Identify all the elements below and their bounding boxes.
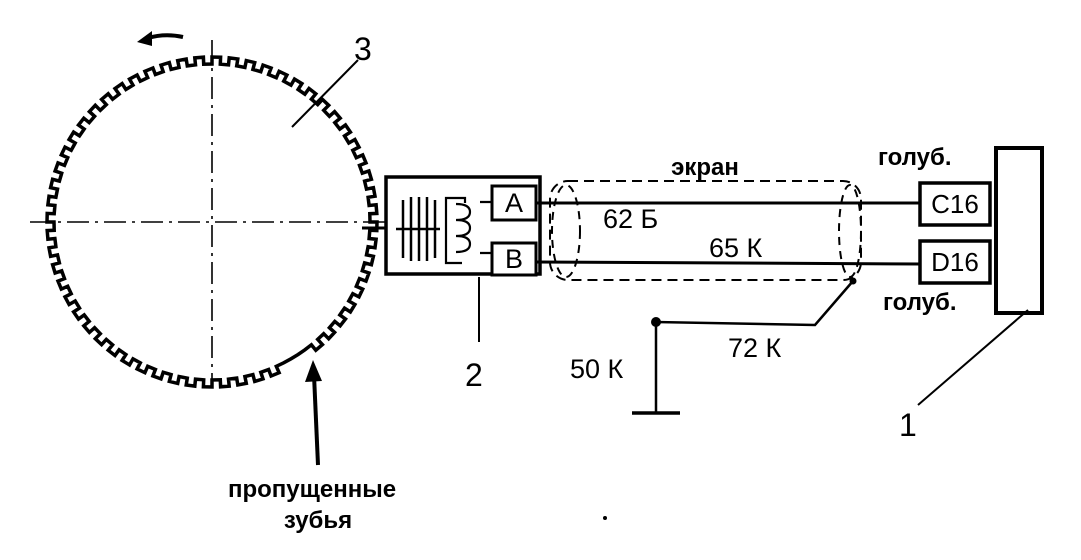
stray-mark: [603, 516, 607, 520]
wire-color-bottom-label: голуб.: [883, 289, 957, 316]
terminal-b-box: [490, 241, 538, 277]
wire-color-top-label: голуб.: [878, 144, 952, 171]
pin-d16-label: D16: [931, 247, 979, 277]
shield-label: экран: [671, 154, 739, 181]
terminal-a-label: A: [505, 188, 523, 218]
shield-drain-wire: [654, 280, 854, 412]
terminal-b-label: B: [505, 244, 523, 274]
missing-teeth-arrow-line: [312, 374, 320, 466]
shield-end-left: [551, 184, 581, 278]
ecu-body: [994, 146, 1044, 315]
ecu-callout-line: [917, 309, 1029, 406]
wire-a-label: 62 Б: [603, 204, 658, 234]
pin-c16-label: C16: [931, 189, 979, 219]
rotation-arrow: [147, 33, 184, 40]
missing-teeth-label-line2: зубья: [284, 507, 352, 534]
rotation-arrow-head: [137, 31, 152, 46]
sensor-coil-icon: [444, 196, 492, 265]
sensor-callout-number: 2: [465, 357, 483, 393]
ground-junction-node: [651, 317, 661, 327]
cable-shield-outline: [549, 180, 862, 281]
ground-wire-label: 50 К: [570, 354, 624, 384]
wiring: экран 62 Б 65 К 72 К 50 К: [535, 154, 923, 415]
speed-sensor: A B 2: [362, 175, 542, 393]
ecu-callout-number: 1: [899, 407, 917, 443]
pin-c16-box: [918, 181, 992, 227]
shield-end-right: [838, 184, 862, 278]
wheel-callout-line: [291, 59, 359, 128]
sensor-core-lines: [396, 197, 440, 261]
pin-d16-box: [918, 239, 992, 285]
missing-teeth-arrow-head: [305, 360, 322, 382]
terminal-a-box: [490, 184, 538, 222]
toothed-wheel: 3 пропущенные зубья: [30, 31, 396, 534]
wire-b-label: 65 К: [709, 233, 763, 263]
ecu-unit: C16 D16 голуб. голуб. 1: [878, 144, 1044, 443]
wheel-callout-number: 3: [354, 31, 372, 67]
missing-teeth-label-line1: пропущенные: [228, 476, 396, 503]
shield-wire-label: 72 К: [728, 333, 782, 363]
wheel-teeth-outline: [45, 55, 379, 389]
